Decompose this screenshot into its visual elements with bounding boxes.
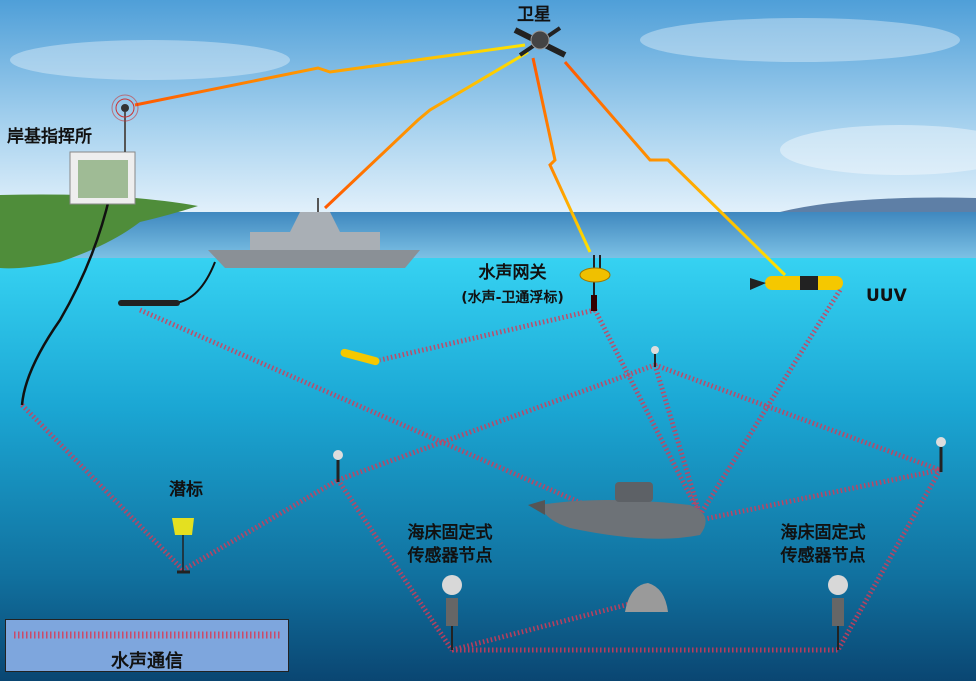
gateway-buoy-icon bbox=[579, 255, 611, 311]
gateway-sub-label: (水声-卫通浮标) bbox=[461, 290, 564, 306]
acoustic-wave-icon bbox=[14, 631, 280, 639]
subsurface-buoy-icon bbox=[172, 518, 194, 574]
buoy-sensor-icon bbox=[651, 346, 659, 367]
acoustic-link bbox=[379, 307, 596, 363]
small-uuv-icon bbox=[340, 348, 380, 366]
uuv-icon bbox=[750, 276, 843, 290]
radio-links bbox=[134, 43, 787, 277]
seabed-node-right-label-2: 传感器节点 bbox=[780, 546, 866, 566]
seabed-sensor-node-icon bbox=[828, 575, 848, 650]
radio-link-ship bbox=[323, 50, 529, 210]
acoustic-link bbox=[835, 468, 943, 652]
acoustic-link bbox=[337, 362, 656, 483]
cloud bbox=[640, 18, 960, 62]
ship-icon bbox=[208, 198, 420, 268]
seabed-dome-icon bbox=[625, 583, 668, 612]
acoustic-link bbox=[20, 403, 185, 572]
uuv-label: UUV bbox=[866, 286, 907, 306]
seabed-node-right-label-1: 海床固定式 bbox=[780, 523, 866, 543]
buoy-sensor-icon bbox=[936, 437, 946, 472]
legend-label: 水声通信 bbox=[111, 651, 183, 672]
seabed-sensor-node-icon bbox=[442, 575, 462, 650]
acoustic-link bbox=[697, 288, 843, 517]
radio-link-uuv bbox=[563, 61, 787, 277]
acoustic-link bbox=[699, 467, 941, 523]
underwater bbox=[0, 258, 976, 681]
subsurface-buoy-label: 潜标 bbox=[169, 480, 203, 500]
legend-box: 水声通信 bbox=[5, 619, 289, 672]
distant-mountains bbox=[780, 197, 976, 215]
acoustic-link bbox=[181, 477, 340, 573]
cloud bbox=[780, 125, 976, 175]
radio-link-gateway bbox=[531, 57, 592, 253]
sea-surface bbox=[0, 212, 976, 260]
seabed-node-left-label-2: 传感器节点 bbox=[407, 546, 493, 566]
towed-array-icon bbox=[118, 300, 180, 306]
gateway-label: 水声网关 bbox=[478, 263, 547, 283]
acoustic-link bbox=[654, 362, 941, 473]
satellite-icon bbox=[513, 26, 567, 58]
cloud bbox=[10, 40, 290, 80]
sky bbox=[0, 0, 976, 215]
shore-command-label: 岸基指挥所 bbox=[7, 127, 92, 147]
seabed-node-left-label-1: 海床固定式 bbox=[407, 523, 493, 543]
acoustic-links bbox=[20, 288, 943, 653]
buoy-sensor-icon bbox=[333, 450, 343, 482]
acoustic-link bbox=[451, 597, 646, 653]
submarine-icon bbox=[528, 482, 706, 539]
radio-link-shore bbox=[134, 43, 526, 107]
acoustic-link bbox=[138, 307, 622, 523]
shore-command-building-icon bbox=[69, 94, 139, 205]
satellite-label: 卫星 bbox=[517, 5, 551, 25]
shore-cable bbox=[20, 194, 112, 406]
